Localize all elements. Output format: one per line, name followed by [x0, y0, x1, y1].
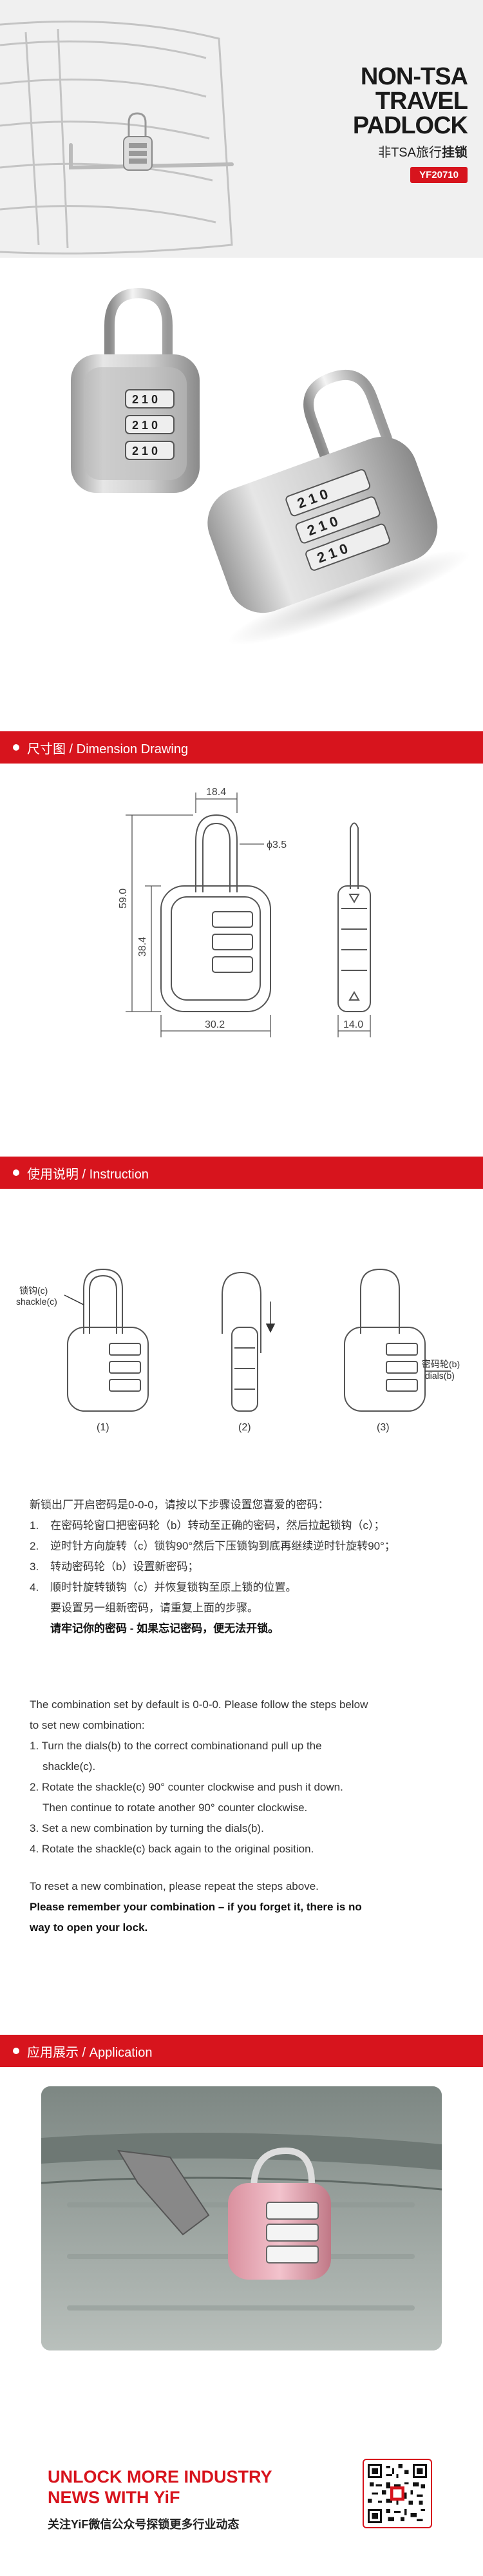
fig3-caption: (3)	[377, 1422, 390, 1433]
padlock-front-view: 2 1 0 2 1 0 2 1 0	[71, 287, 200, 493]
cn-intro: 新锁出厂开启密码是0-0-0，请按以下步骤设置您喜爱的密码：	[30, 1499, 329, 1511]
cn-step: 2.逆时针方向旋转（c）锁钩90°然后下压锁钩到底再继续逆时针旋转90°；	[30, 1540, 395, 1552]
section-title: 尺寸图 / Dimension Drawing	[27, 742, 189, 756]
zipper-pull-icon	[117, 2149, 210, 2236]
dim-height-body: 38.4	[137, 937, 148, 957]
dimension-drawing-svg: 18.4 ϕ3.5 59.0 38.4 30.2 14.0	[118, 787, 371, 1037]
padlock-product-illustration: 2 1 02 1 02 1 0 2 1 02 1 02 1 0	[71, 287, 471, 646]
title-line-3: PADLOCK	[352, 112, 468, 139]
subtitle-cn: 非TSA旅行挂锁	[378, 146, 468, 160]
svg-text:2 1 0: 2 1 0	[132, 393, 158, 406]
cn-reset: 要设置另一组新密码，请重复上面的步骤。	[50, 1602, 258, 1614]
dim-height-total: 59.0	[118, 889, 129, 908]
qr-code-icon[interactable]	[363, 2459, 432, 2528]
label-dials-en: dials(b)	[425, 1370, 455, 1381]
cn-step: 1.在密码轮窗口把密码轮（b）转动至正确的密码，然后拉起锁钩（c）；	[30, 1519, 385, 1532]
label-shackle-cn: 锁钩(c)	[19, 1285, 48, 1296]
hero-title-block: NON-TSA TRAVEL PADLOCK 非TSA旅行挂锁 YF20710	[353, 64, 468, 183]
en-intro-2: to set new combination:	[30, 1719, 145, 1731]
label-shackle-en: shackle(c)	[16, 1296, 57, 1307]
luggage-illustration	[0, 20, 234, 255]
title-line-2: TRAVEL	[375, 88, 468, 115]
en-warning-1: Please remember your combination – if yo…	[30, 1901, 362, 1913]
hero-banner: NON-TSA TRAVEL PADLOCK 非TSA旅行挂锁 YF20710	[0, 0, 483, 258]
cn-step: 3.转动密码轮（b）设置新密码；	[30, 1561, 199, 1573]
footer-headline: UNLOCK MORE INDUSTRY NEWS WITH YiF	[48, 2467, 272, 2507]
dim-width-top: 18.4	[206, 787, 226, 798]
label-dials-cn: 密码轮(b)	[422, 1359, 460, 1369]
fig1-locked	[67, 1268, 149, 1412]
bullet-icon	[13, 1169, 19, 1176]
padlock-angled-view: 2 1 02 1 02 1 0	[207, 369, 471, 646]
hero-small-padlock-icon	[123, 112, 153, 171]
section-bar-application: 应用展示 / Application	[0, 2035, 483, 2067]
en-step-1a: 1. Turn the dials(b) to the correct comb…	[30, 1740, 322, 1752]
section-title: 应用展示 / Application	[27, 2045, 153, 2060]
svg-text:2 1 0: 2 1 0	[132, 445, 158, 457]
cn-warning: 请牢记你的密码 - 如果忘记密码，便无法开锁。	[50, 1622, 279, 1635]
side-view	[337, 822, 371, 1012]
dim-depth: 14.0	[343, 1019, 363, 1030]
cn-step: 4.顺时针旋转锁钩（c）并恢复锁钩至原上锁的位置。	[30, 1581, 297, 1593]
svg-text:2 1 0: 2 1 0	[132, 419, 158, 432]
bullet-icon	[13, 744, 19, 751]
footer-subtext: 关注YiF微信公众号探锁更多行业动态	[48, 2518, 240, 2531]
en-step-1b: shackle(c).	[43, 1760, 96, 1773]
en-reset: To reset a new combination, please repea…	[30, 1880, 319, 1892]
dim-width-body: 30.2	[205, 1019, 225, 1030]
title-line-1: NON-TSA	[360, 63, 468, 90]
dim-shackle-dia: ϕ3.5	[267, 840, 287, 851]
fig2-rotated	[222, 1271, 261, 1412]
fig3-open	[344, 1268, 426, 1412]
footer: UNLOCK MORE INDUSTRY NEWS WITH YiF 关注YiF…	[0, 2429, 483, 2576]
instructions-en: The combination set by default is 0-0-0.…	[30, 1695, 455, 1938]
instructions-cn: 新锁出厂开启密码是0-0-0，请按以下步骤设置您喜爱的密码： 1.在密码轮窗口把…	[30, 1495, 455, 1639]
bullet-icon	[13, 2048, 19, 2054]
en-step-2a: 2. Rotate the shackle(c) 90° counter clo…	[30, 1781, 343, 1793]
section-bar-dimension: 尺寸图 / Dimension Drawing	[0, 731, 483, 764]
application-photo	[41, 2086, 442, 2350]
en-warning-2: way to open your lock.	[30, 1921, 148, 1934]
en-step-3: 3. Set a new combination by turning the …	[30, 1822, 264, 1834]
fig2-caption: (2)	[238, 1422, 251, 1433]
en-intro-1: The combination set by default is 0-0-0.…	[30, 1698, 368, 1711]
model-badge: YF20710	[410, 167, 468, 183]
section-bar-instruction: 使用说明 / Instruction	[0, 1157, 483, 1189]
section-title: 使用说明 / Instruction	[27, 1167, 149, 1182]
en-step-2b: Then continue to rotate another 90° coun…	[43, 1802, 308, 1814]
dimension-drawing: 18.4 ϕ3.5 59.0 38.4 30.2 14.0	[0, 780, 483, 1115]
fig1-caption: (1)	[97, 1422, 109, 1433]
en-step-4: 4. Rotate the shackle(c) back again to t…	[30, 1843, 314, 1855]
instruction-figures: 锁钩(c) shackle(c) 密码轮(b) dials(b) (1) (2)…	[0, 1198, 483, 1456]
